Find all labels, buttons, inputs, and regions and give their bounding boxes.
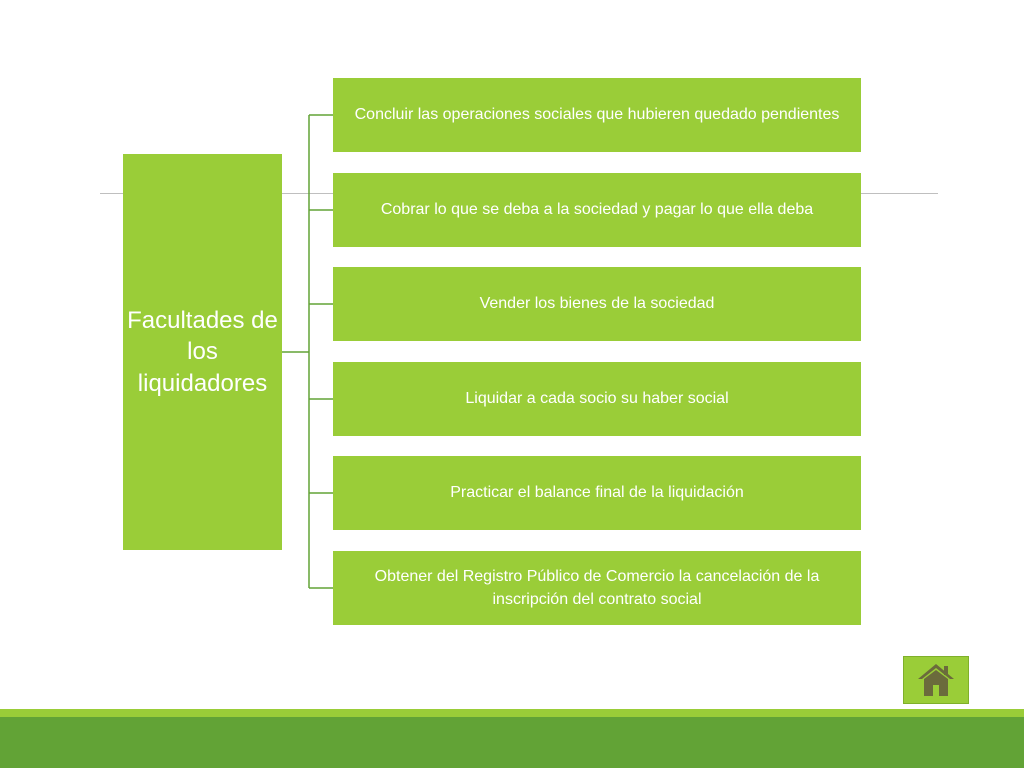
- home-button[interactable]: [903, 656, 969, 704]
- child-node-6: Obtener del Registro Público de Comercio…: [333, 551, 861, 625]
- footer-accent-stripe: [0, 709, 1024, 717]
- child-node-label: Cobrar lo que se deba a la sociedad y pa…: [380, 201, 814, 219]
- footer-band: [0, 717, 1024, 768]
- child-node-label: Practicar el balance final de la liquida…: [450, 484, 744, 502]
- home-icon: [918, 664, 954, 696]
- child-node-label: Liquidar a cada socio su haber social: [465, 390, 729, 408]
- child-node-label: Vender los bienes de la sociedad: [479, 295, 715, 313]
- child-node-label: Obtener del Registro Público de Comercio…: [374, 567, 820, 608]
- child-node-4: Liquidar a cada socio su haber social: [333, 362, 861, 436]
- child-node-5: Practicar el balance final de la liquida…: [333, 456, 861, 530]
- child-node-1: Concluir las operaciones sociales que hu…: [333, 78, 861, 152]
- root-node-label: Facultades de los liquidadores: [127, 307, 278, 397]
- child-node-3: Vender los bienes de la sociedad: [333, 267, 861, 341]
- child-node-label: Concluir las operaciones sociales que hu…: [354, 106, 840, 124]
- child-node-2: Cobrar lo que se deba a la sociedad y pa…: [333, 173, 861, 247]
- root-node-facultades: Facultades de los liquidadores: [123, 154, 282, 550]
